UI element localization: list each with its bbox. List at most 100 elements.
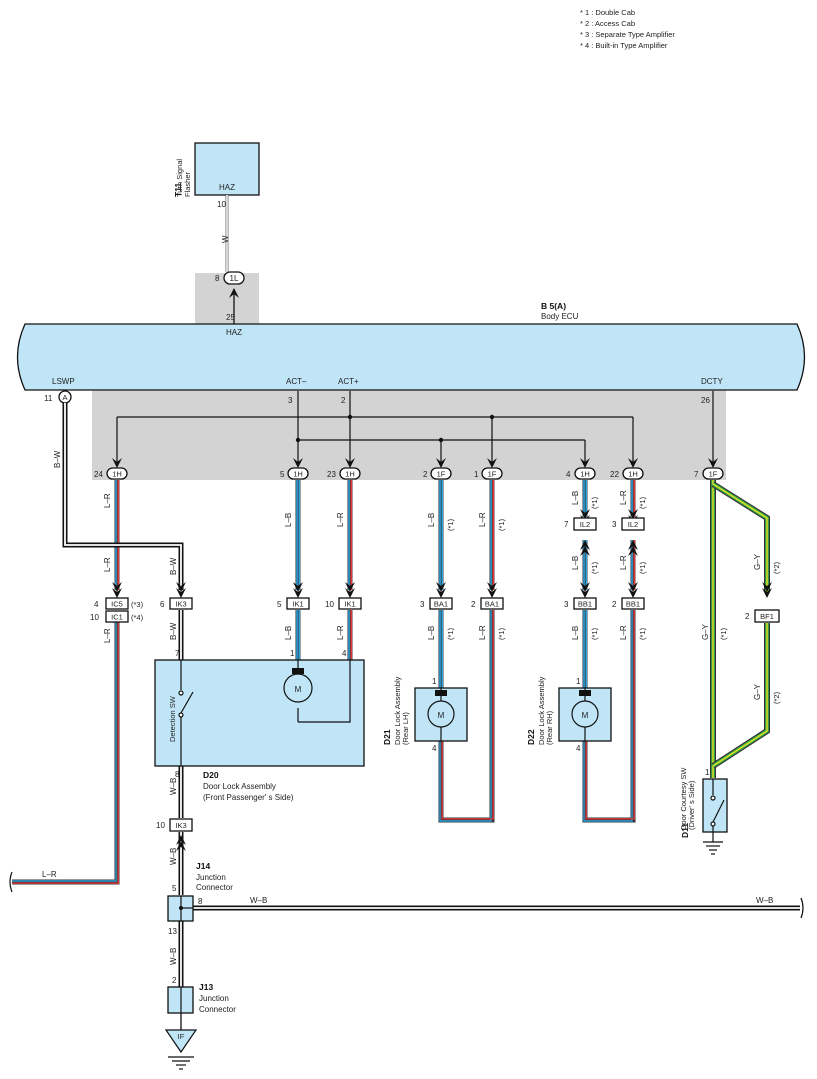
svg-text:3: 3 bbox=[420, 600, 425, 609]
svg-text:A: A bbox=[62, 393, 67, 402]
svg-text:G–Y: G–Y bbox=[701, 623, 710, 640]
svg-text:G–Y: G–Y bbox=[753, 683, 762, 700]
d20-switch-label: Detection SW bbox=[168, 695, 177, 742]
ecu-dcty-label: DCTY bbox=[701, 377, 723, 386]
b5-body-ecu: 25 HAZ B 5(A) Body ECU LSWP ACT– ACT+ DC… bbox=[16, 301, 806, 391]
bus-junction-dots bbox=[295, 414, 495, 443]
ecu-act-minus-label: ACT– bbox=[286, 377, 307, 386]
svg-text:L–B: L–B bbox=[427, 513, 436, 527]
svg-text:6: 6 bbox=[160, 600, 165, 609]
svg-text:(*1): (*1) bbox=[590, 627, 599, 640]
conn-f1-pin: 1 bbox=[474, 470, 479, 479]
svg-text:3: 3 bbox=[564, 600, 569, 609]
svg-text:L–R: L–R bbox=[619, 490, 628, 505]
svg-text:Door Lock Assembly: Door Lock Assembly bbox=[203, 782, 276, 791]
svg-text:(*2): (*2) bbox=[772, 561, 781, 574]
d21-motor bbox=[427, 700, 455, 728]
conn-h24: 1H bbox=[112, 470, 122, 479]
wire-bw bbox=[62, 403, 184, 660]
ecu-code: B 5(A) bbox=[541, 301, 566, 311]
t11-code: T11 bbox=[173, 183, 183, 197]
connector-1l-pin: 8 bbox=[215, 274, 220, 283]
svg-text:10: 10 bbox=[90, 613, 99, 622]
ecu-haz-label: HAZ bbox=[226, 328, 242, 337]
wire-break-marks bbox=[9, 871, 804, 919]
d20-door-lock-front-passenger: 7 1 4 8 Detection SW M D20 Door Lock Ass… bbox=[154, 649, 365, 802]
conn-ba1b: BA1 bbox=[485, 600, 499, 609]
conn-f2-pin: 2 bbox=[423, 470, 428, 479]
svg-text:(*1): (*1) bbox=[590, 561, 599, 574]
svg-text:1: 1 bbox=[432, 677, 437, 686]
t11-name-1: Turn Signal bbox=[175, 159, 184, 197]
svg-text:8: 8 bbox=[198, 897, 203, 906]
note-2: * 2 : Access Cab bbox=[580, 19, 635, 28]
svg-text:2: 2 bbox=[745, 612, 750, 621]
svg-text:13: 13 bbox=[168, 927, 177, 936]
ecu-act-minus-pin: 3 bbox=[288, 396, 293, 405]
conn-ik3b: IK3 bbox=[175, 821, 186, 830]
svg-text:M: M bbox=[438, 711, 445, 720]
conn-h22-pin: 22 bbox=[610, 470, 619, 479]
conn-ik1a: IK1 bbox=[292, 600, 303, 609]
d22-code: D22 bbox=[526, 729, 536, 745]
conn-bb1b: BB1 bbox=[626, 600, 640, 609]
svg-text:1: 1 bbox=[576, 677, 581, 686]
d22-door-lock-rear-rh: 1 4 M D22 Door Lock Assembly (Rear RH) bbox=[526, 676, 612, 753]
j14-code: J14 bbox=[196, 861, 210, 871]
conn-bb1a: BB1 bbox=[578, 600, 592, 609]
connector-1l: 1L 8 bbox=[215, 271, 245, 324]
svg-text:5: 5 bbox=[172, 884, 177, 893]
ground-if: IF bbox=[164, 1029, 198, 1070]
ecu-act-plus-pin: 2 bbox=[341, 396, 346, 405]
conn-h4-pin: 4 bbox=[566, 470, 571, 479]
t11-name-2: Flasher bbox=[183, 171, 192, 197]
svg-text:Junction: Junction bbox=[196, 873, 226, 882]
conn-h24-pin: 24 bbox=[94, 470, 103, 479]
d20-motor bbox=[283, 673, 313, 703]
svg-text:L–R: L–R bbox=[336, 512, 345, 527]
svg-text:2: 2 bbox=[172, 976, 177, 985]
svg-text:L–R: L–R bbox=[478, 512, 487, 527]
svg-text:4: 4 bbox=[342, 649, 347, 658]
svg-text:(*1): (*1) bbox=[446, 627, 455, 640]
svg-text:L–B: L–B bbox=[427, 626, 436, 640]
note-3: * 3 : Separate Type Amplifier bbox=[580, 30, 675, 39]
svg-text:Junction: Junction bbox=[199, 994, 229, 1003]
d21-door-lock-rear-lh: 1 4 M D21 Door Lock Assembly (Rear LH) bbox=[382, 676, 468, 753]
svg-text:B–W: B–W bbox=[169, 557, 178, 575]
svg-text:(*1): (*1) bbox=[590, 496, 599, 509]
conn-ic5: IC5 bbox=[111, 600, 123, 609]
j13-junction-connector: 2 J13 Junction Connector bbox=[167, 976, 236, 1014]
svg-text:2: 2 bbox=[612, 600, 617, 609]
svg-text:L–R: L–R bbox=[42, 870, 57, 879]
conn-f7-pin: 7 bbox=[694, 470, 699, 479]
notes-legend: * 1 : Double Cab * 2 : Access Cab * 3 : … bbox=[580, 8, 675, 50]
svg-text:1: 1 bbox=[290, 649, 295, 658]
conn-il2b: IL2 bbox=[628, 520, 638, 529]
conn-h5: 1H bbox=[293, 470, 303, 479]
ecu-haz-pin: 25 bbox=[226, 313, 235, 322]
mid-connectors: IC5 4 (*3) IC1 10 (*4) IK3 6 IK1 5 IK1 1… bbox=[90, 517, 780, 832]
svg-text:W–B: W–B bbox=[169, 948, 178, 965]
note-4: * 4 : Built-in Type Amplifier bbox=[580, 41, 668, 50]
svg-text:L–R: L–R bbox=[103, 557, 112, 572]
ecu-lswp-label: LSWP bbox=[52, 377, 75, 386]
svg-text:M: M bbox=[295, 685, 302, 694]
svg-text:(*1): (*1) bbox=[638, 561, 647, 574]
svg-text:B–W: B–W bbox=[53, 450, 62, 468]
svg-text:(Rear LH): (Rear LH) bbox=[401, 712, 410, 745]
conn-h23-pin: 23 bbox=[327, 470, 336, 479]
wire-w: W bbox=[221, 195, 230, 272]
wire-labels: B–W L–R L–R L–R L–R B–W B–W L–B L–R L–B … bbox=[42, 450, 781, 965]
svg-text:L–R: L–R bbox=[478, 625, 487, 640]
t11-haz-label: HAZ bbox=[219, 183, 235, 192]
svg-text:(*1): (*1) bbox=[497, 627, 506, 640]
conn-f2: 1F bbox=[437, 470, 446, 479]
svg-text:G–Y: G–Y bbox=[753, 553, 762, 570]
svg-text:Connector: Connector bbox=[196, 883, 233, 892]
svg-text:4: 4 bbox=[432, 744, 437, 753]
svg-text:(*4): (*4) bbox=[131, 613, 144, 622]
svg-text:L–B: L–B bbox=[571, 626, 580, 640]
conn-ik1b: IK1 bbox=[344, 600, 355, 609]
